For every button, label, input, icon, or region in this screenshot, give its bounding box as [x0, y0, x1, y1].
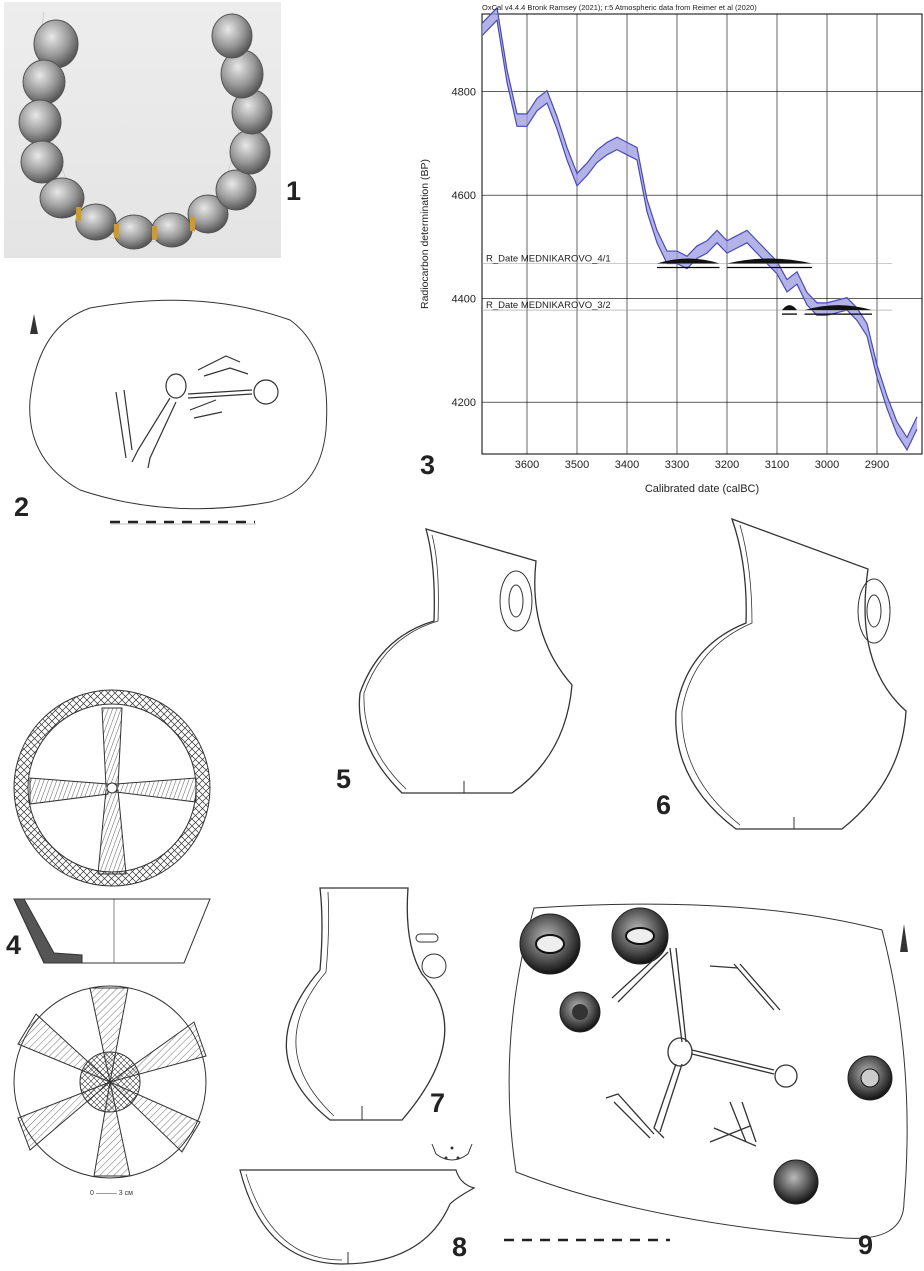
x-tick-label: 3200	[715, 459, 739, 471]
jug-drawing-7	[258, 884, 468, 1124]
probability-distribution	[804, 305, 872, 311]
probability-distribution	[782, 305, 797, 311]
probability-distribution	[727, 258, 812, 264]
calibration-curve-lower	[481, 18, 918, 452]
figure-label-7: 7	[430, 1088, 446, 1118]
bowl-section-profile	[10, 895, 215, 970]
x-tick-label: 3300	[665, 459, 689, 471]
y-tick-label: 4200	[452, 397, 476, 409]
y-tick-label: 4400	[452, 294, 476, 306]
x-axis-label: Calibrated date (calBC)	[645, 483, 759, 495]
grave-plan-2	[20, 290, 340, 530]
jug-drawing-5	[340, 525, 590, 805]
figure-label-4: 4	[6, 930, 22, 960]
jug-drawing-6	[662, 515, 912, 835]
calibration-curve-upper	[481, 6, 918, 439]
grave-plan-9	[494, 902, 924, 1252]
plot-frame	[481, 13, 923, 455]
y-tick-label: 4800	[452, 87, 476, 99]
y-tick-label: 4600	[452, 190, 476, 202]
figure-label-6: 6	[656, 790, 672, 820]
x-tick-label: 3400	[615, 459, 639, 471]
x-tick-label: 3000	[815, 459, 839, 471]
x-tick-label: 3500	[565, 459, 589, 471]
figure-label-2: 2	[14, 492, 30, 522]
figure-label-5: 5	[336, 764, 352, 794]
figure-label-9: 9	[858, 1230, 874, 1260]
figure-label-8: 8	[452, 1232, 468, 1262]
date-label: R_Date MEDNIKAROVO_3/2	[486, 300, 611, 311]
x-tick-label: 3100	[765, 459, 789, 471]
bowl-bottom-view-decoration	[10, 982, 210, 1182]
y-axis-label: Radiocarbon determination (BP)	[419, 159, 431, 309]
bowl-drawing-8	[236, 1140, 486, 1266]
bead-necklace-photo	[4, 2, 281, 258]
x-tick-label: 2900	[865, 459, 889, 471]
chart-title: OxCal v4.4.4 Bronk Ramsey (2021); r:5 At…	[482, 3, 757, 12]
date-label: R_Date MEDNIKAROVO_4/1	[486, 254, 611, 265]
x-tick-label: 3600	[515, 459, 539, 471]
figure-label-1: 1	[286, 176, 302, 206]
probability-distribution	[657, 258, 720, 264]
figure-label-3: 3	[420, 450, 436, 480]
bowl-top-view-decoration	[10, 686, 215, 891]
scale-bar-4: 0 ——— 3 см	[90, 1190, 133, 1197]
